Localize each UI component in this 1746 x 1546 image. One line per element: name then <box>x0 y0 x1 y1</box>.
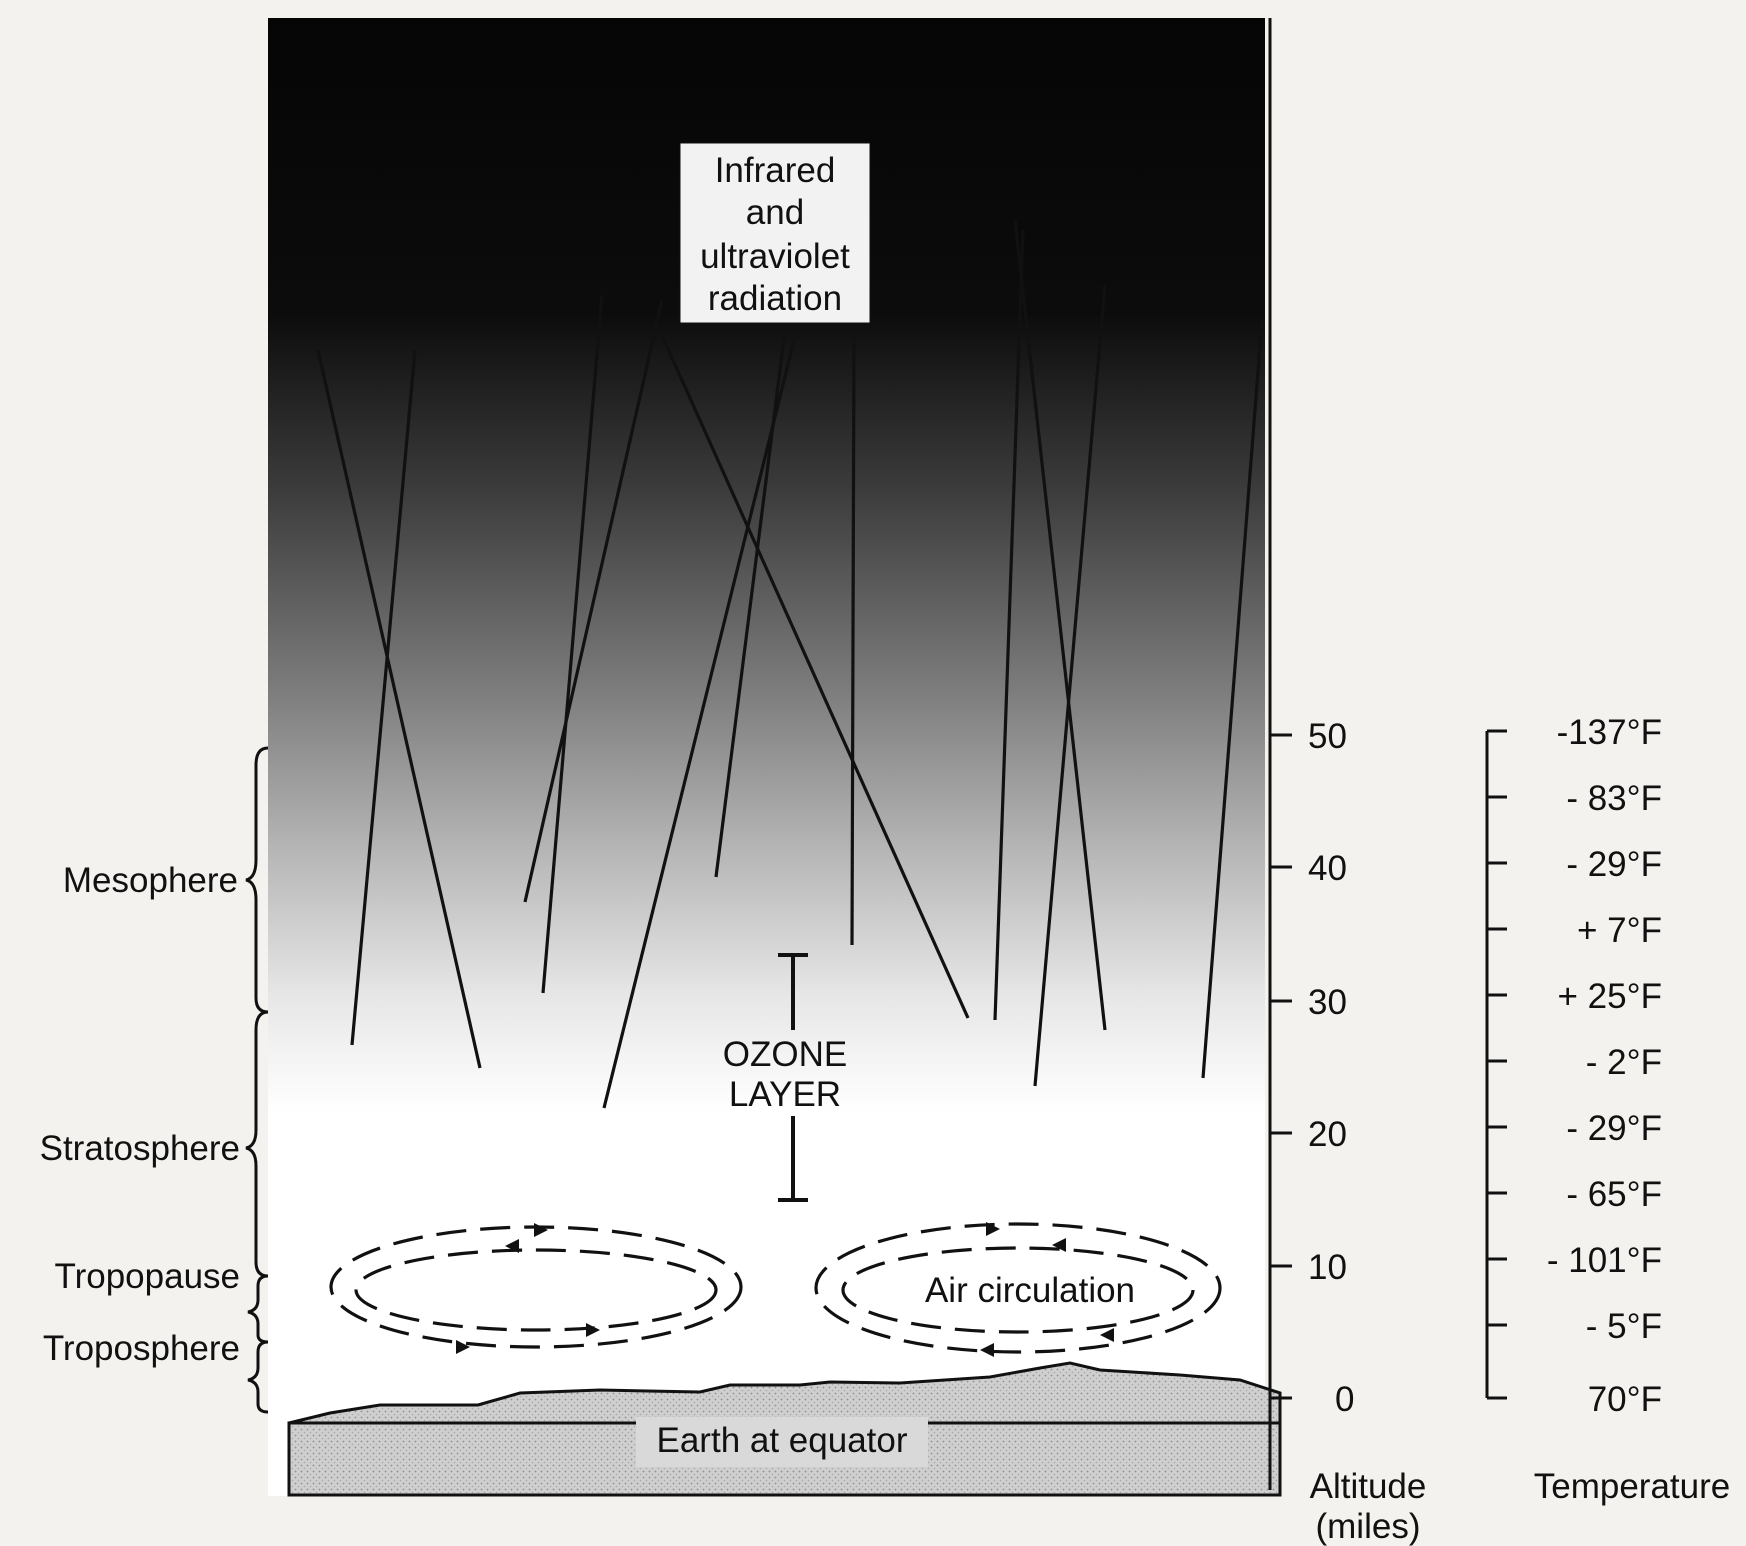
earth-label: Earth at equator <box>657 1421 908 1460</box>
altitude-tick-20: 20 <box>1308 1115 1347 1154</box>
temp-tick-4: + 7°F <box>1577 911 1662 950</box>
circulation-arrows <box>456 1222 1114 1357</box>
ozone-label-line1: OZONE <box>723 1035 847 1074</box>
ozone-label-line2: LAYER <box>729 1075 841 1114</box>
air-circulation-label: Air circulation <box>925 1271 1135 1310</box>
layer-tropopause: Tropopause <box>55 1257 241 1296</box>
layer-mesosphere: Mesophere <box>63 861 238 900</box>
radiation-label-line2: and <box>746 193 804 232</box>
temp-tick-8: - 65°F <box>1566 1175 1662 1214</box>
temp-tick-6: - 2°F <box>1586 1043 1662 1082</box>
layer-stratosphere: Stratosphere <box>40 1129 240 1168</box>
altitude-axis-label-line1: Altitude <box>1310 1467 1427 1506</box>
radiation-rays <box>316 219 1264 1109</box>
altitude-tick-30: 30 <box>1308 983 1347 1022</box>
temp-tick-5: + 25°F <box>1558 977 1662 1016</box>
temperature-tick-labels: -137°F - 83°F - 29°F + 7°F + 25°F - 2°F … <box>1547 713 1662 1419</box>
radiation-label-box <box>679 142 871 324</box>
temp-tick-1: -137°F <box>1557 713 1662 752</box>
temp-tick-2: - 83°F <box>1566 779 1662 818</box>
radiation-label-line3: ultraviolet <box>700 237 850 276</box>
ozone-bracket <box>778 953 808 1202</box>
altitude-tick-50: 50 <box>1308 717 1347 756</box>
altitude-axis-label-line2: (miles) <box>1316 1507 1421 1546</box>
temp-tick-9: - 101°F <box>1547 1241 1662 1280</box>
altitude-tick-0: 0 <box>1335 1380 1354 1419</box>
temperature-ticks <box>1487 729 1507 1400</box>
temp-tick-11: 70°F <box>1588 1380 1662 1419</box>
radiation-label-line1: Infrared <box>715 151 836 190</box>
temp-tick-7: - 29°F <box>1566 1109 1662 1148</box>
altitude-tick-10: 10 <box>1308 1248 1347 1287</box>
air-circulation-right <box>814 1222 1222 1354</box>
temperature-axis-label: Temperature <box>1534 1467 1730 1506</box>
temp-tick-3: - 29°F <box>1566 845 1662 884</box>
altitude-tick-40: 40 <box>1308 849 1347 888</box>
layer-braces <box>245 746 269 1414</box>
temp-tick-10: - 5°F <box>1586 1307 1662 1346</box>
altitude-ticks <box>1270 733 1292 1400</box>
layer-troposphere: Troposphere <box>43 1329 240 1368</box>
radiation-label-line4: radiation <box>708 279 842 318</box>
